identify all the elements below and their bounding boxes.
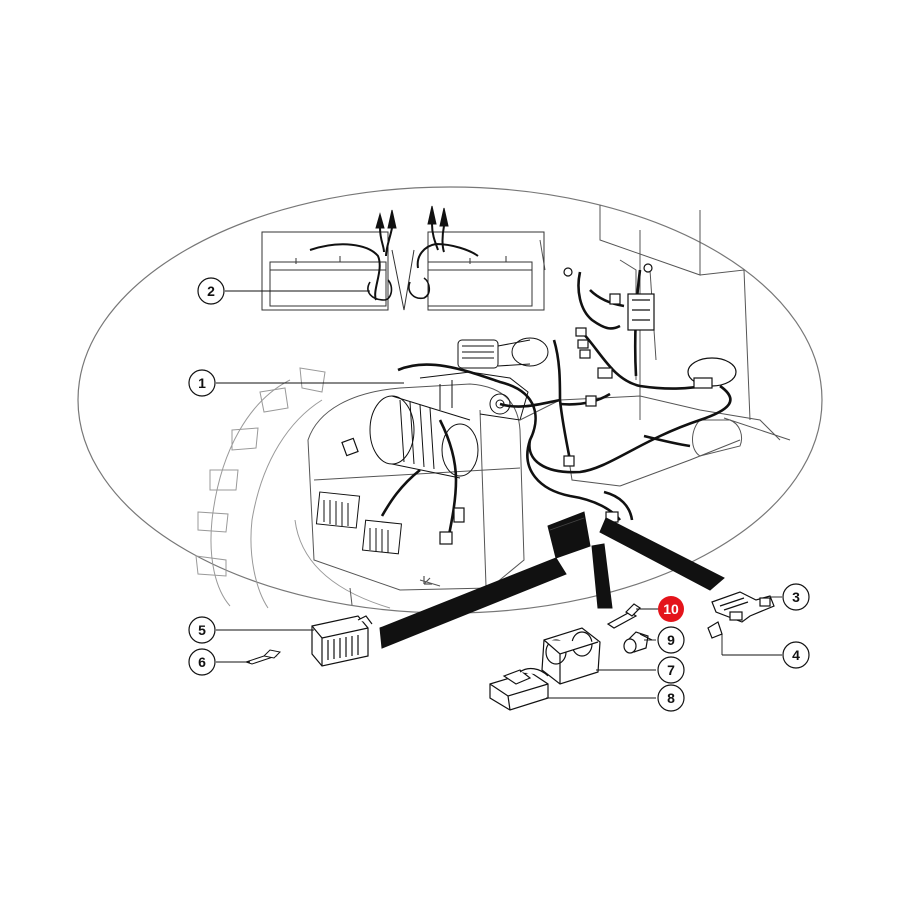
harness-connectors (341, 263, 737, 545)
callout-3: 3 (782, 583, 810, 611)
leader-band-5 (379, 557, 567, 649)
callout-4: 4 (782, 641, 810, 669)
callout-1: 1 (188, 369, 216, 397)
callout-number: 5 (198, 622, 206, 638)
callout-8: 8 (657, 684, 685, 712)
callout-number: 6 (198, 654, 206, 670)
leader-bands (379, 517, 725, 649)
callout-number: 8 (667, 690, 675, 706)
part-clip-4 (707, 621, 723, 639)
callout-2: 2 (197, 277, 225, 305)
callout-number: 2 (207, 283, 215, 299)
air-filter (369, 395, 479, 479)
callout-number: 1 (198, 375, 206, 391)
engine-block (519, 395, 791, 487)
callout-9: 9 (657, 626, 685, 654)
callout-10-highlighted: 10 (658, 596, 684, 622)
part-connector-8 (489, 667, 549, 711)
leader-band-10 (591, 543, 613, 609)
part-terminal-6 (244, 649, 282, 665)
callout-number: 3 (792, 589, 800, 605)
part-connector-housing-5 (311, 615, 373, 667)
callout-leaders (216, 290, 782, 699)
callout-number: 9 (667, 632, 675, 648)
control-unit (547, 511, 591, 559)
main-wiring-harness (380, 269, 732, 541)
part-seal-9 (623, 631, 653, 654)
headlight-grille-right (361, 519, 403, 555)
turbo-assembly (419, 337, 549, 421)
battery-inset (261, 231, 545, 311)
part-relay-bracket-3 (711, 591, 775, 623)
callout-number: 7 (667, 662, 675, 678)
callout-number: 4 (792, 647, 800, 663)
callout-6: 6 (188, 648, 216, 676)
headlight-grille-left (315, 491, 361, 529)
detail-oval (77, 186, 823, 614)
callout-5: 5 (188, 616, 216, 644)
leader-band-3 (599, 517, 725, 591)
callout-number: 10 (663, 601, 679, 617)
part-terminal-10 (606, 603, 641, 629)
part-connector-7 (541, 627, 601, 685)
tractor-detail-view (77, 186, 823, 614)
rear-tyre (195, 367, 391, 609)
callout-7: 7 (657, 656, 685, 684)
battery-cable-arrows (375, 205, 449, 257)
engine-hood (307, 383, 525, 606)
